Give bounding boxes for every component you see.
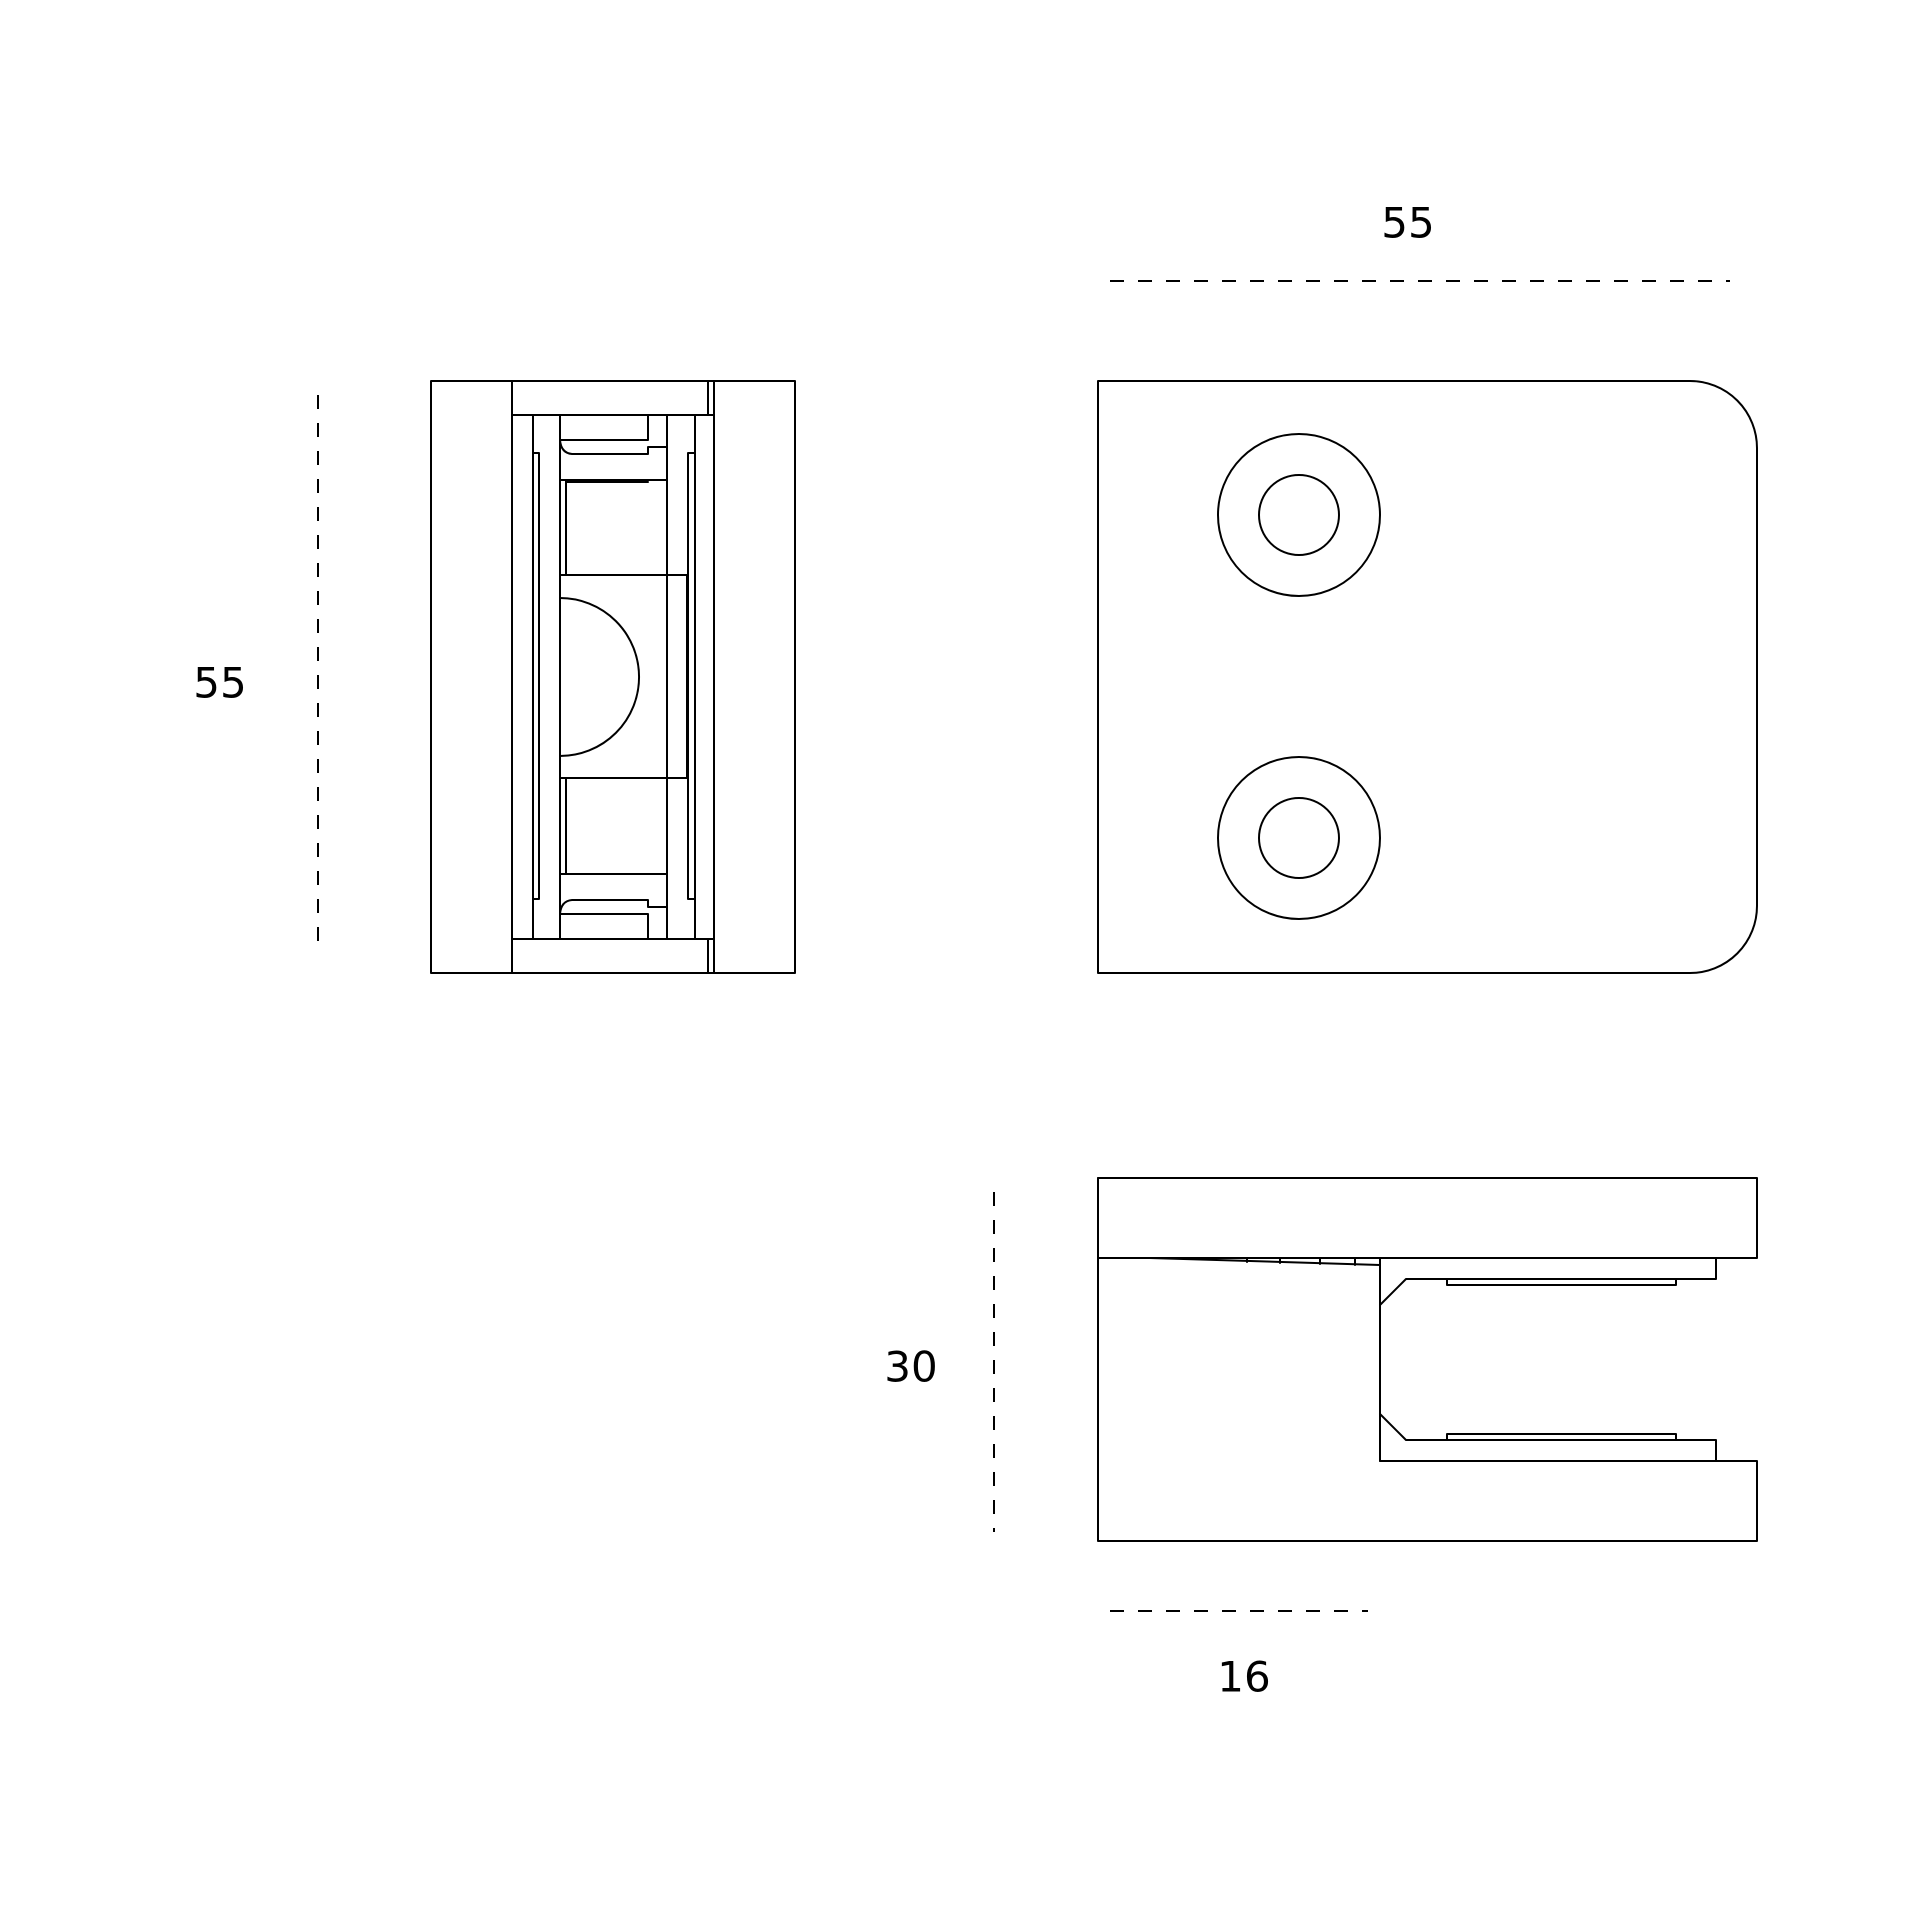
upper-bolt-hole — [1217, 433, 1381, 597]
dimension-side-height: 30 — [884, 1192, 995, 1532]
dimension-left-height: 55 — [193, 395, 319, 955]
front-view — [1097, 380, 1758, 974]
dimension-top-width-label: 55 — [1381, 199, 1434, 248]
dimension-top-width: 55 — [1110, 199, 1730, 282]
dimension-side-height-label: 30 — [884, 1343, 937, 1392]
end-view — [430, 380, 796, 974]
dimension-bottom-depth-label: 16 — [1217, 1653, 1270, 1702]
lower-bolt-hole — [1217, 756, 1381, 920]
side-view — [1097, 1177, 1758, 1542]
dimension-bottom-depth: 16 — [1110, 1610, 1368, 1702]
dimension-left-height-label: 55 — [193, 659, 246, 708]
